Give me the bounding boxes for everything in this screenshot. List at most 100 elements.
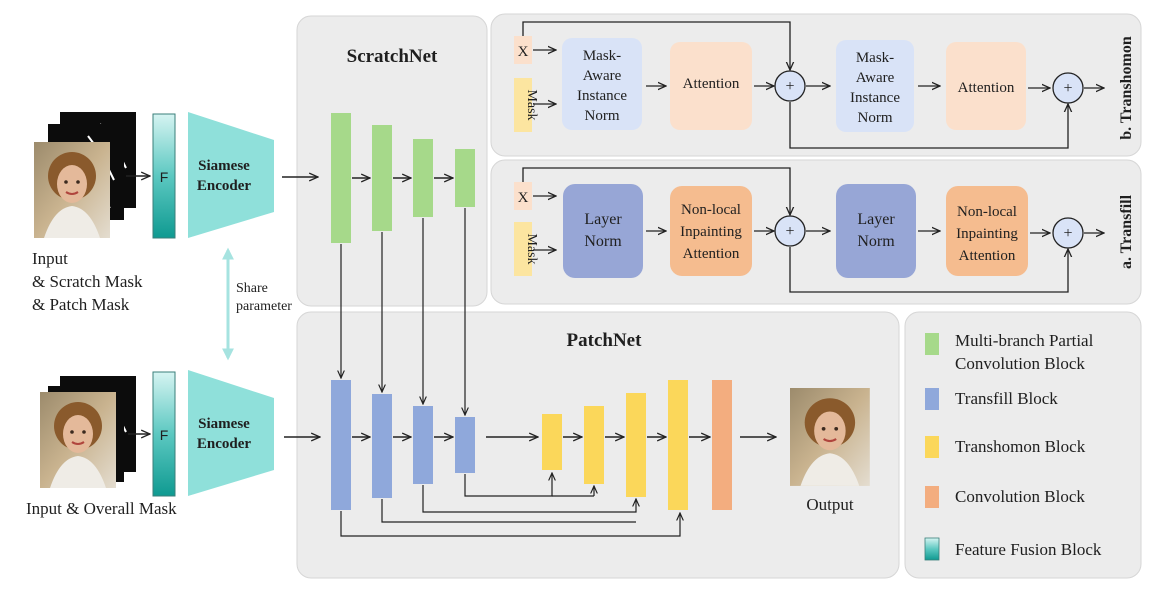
share-label-line-2: parameter: [236, 299, 292, 314]
legend-label: Convolution Block: [955, 487, 1085, 506]
x-box: [514, 182, 532, 210]
attention-label-line: Attention: [959, 248, 1016, 264]
legend: Multi-branch Partial Convolution Block T…: [924, 331, 1102, 561]
feature-fusion-block-top: F: [152, 113, 176, 239]
attention-label: Attention: [683, 76, 740, 92]
nonlocal-attention-1: [670, 186, 752, 276]
attention-label-line: Inpainting: [956, 226, 1018, 242]
input-label-line-1: Input: [32, 249, 68, 268]
norm-label-line: Norm: [584, 233, 622, 250]
yellow-block-4: [668, 380, 688, 510]
legend-item: Feature Fusion Block: [924, 537, 1102, 561]
blue-block-2: [372, 394, 392, 498]
output-image: [788, 386, 871, 487]
green-block-2: [372, 125, 392, 231]
attention-label-line: Non-local: [681, 202, 741, 218]
legend-item: Multi-branch Partial Convolution Block: [925, 331, 1094, 373]
legend-swatch-fusion: [924, 537, 940, 561]
input-stack-top: [33, 111, 137, 239]
input-label-line-3: & Patch Mask: [32, 295, 130, 314]
orange-block: [712, 380, 732, 510]
transhomon-side-label: b. Transhomon: [1118, 36, 1135, 140]
share-label-line-1: Share: [236, 281, 268, 296]
blue-block-4: [455, 417, 475, 473]
mask-box: [514, 78, 532, 132]
input2-label: Input & Overall Mask: [26, 499, 177, 518]
legend-swatch-yellow: [925, 436, 939, 458]
feature-fusion-block-bottom: F: [152, 371, 176, 497]
legend-item: Transfill Block: [925, 388, 1058, 410]
green-block-3: [413, 139, 433, 217]
output-label: Output: [806, 495, 854, 514]
mask-box: [514, 222, 532, 276]
plus-sign: +: [1063, 80, 1072, 97]
norm-label-line: Instance: [850, 90, 900, 106]
legend-label: Convolution Block: [955, 354, 1085, 373]
attention-label-line: Attention: [683, 246, 740, 262]
legend-label: Transfill Block: [955, 389, 1058, 408]
plus-sign: +: [1063, 225, 1072, 242]
siamese-encoder-bottom: Siamese Encoder: [188, 370, 274, 496]
norm-label-line: Aware: [856, 70, 895, 86]
encoder-label-line-1: Siamese: [198, 158, 250, 174]
norm-label-line: Norm: [585, 108, 620, 124]
legend-item: Convolution Block: [925, 486, 1085, 508]
mask-label: Mask: [524, 233, 539, 264]
legend-label: Feature Fusion Block: [955, 540, 1102, 559]
fusion-letter: F: [160, 427, 169, 443]
attention-label: Attention: [958, 80, 1015, 96]
norm-label-line: Instance: [577, 88, 627, 104]
blue-block-3: [413, 406, 433, 484]
transfill-diagram: X Mask Layer Norm Non-local Inpainting A…: [514, 167, 1135, 293]
norm-label-line: Layer: [857, 211, 895, 228]
legend-item: Transhomon Block: [925, 436, 1086, 458]
layer-norm-1: [563, 184, 643, 278]
legend-swatch-orange: [925, 486, 939, 508]
legend-label: Multi-branch Partial: [955, 331, 1094, 350]
add-circle-1: [774, 215, 806, 247]
x-label: X: [518, 44, 529, 60]
encoder-label-line-2: Encoder: [197, 178, 252, 194]
add-circle-2: [1052, 217, 1084, 249]
norm-label-line: Norm: [857, 233, 895, 250]
blue-block-1: [331, 380, 351, 510]
plus-sign: +: [785, 223, 794, 240]
legend-swatch-green: [925, 333, 939, 355]
green-block-4: [455, 149, 475, 207]
encoder-label-line-1: Siamese: [198, 416, 250, 432]
norm-label-line: Norm: [858, 110, 893, 126]
x-label: X: [518, 190, 529, 206]
transfill-side-label: a. Transfill: [1118, 194, 1135, 269]
mask-label: Mask: [524, 89, 539, 120]
input-stack-bottom: [39, 375, 137, 489]
x-box: [514, 36, 532, 64]
patchnet-title: PatchNet: [567, 330, 643, 351]
transhomon-diagram: X Mask Mask- Aware Instance Norm Attenti…: [514, 21, 1135, 149]
green-block-1: [331, 113, 351, 243]
attention-label-line: Inpainting: [680, 224, 742, 240]
legend-label: Transhomon Block: [955, 437, 1086, 456]
add-circle-1: [774, 70, 806, 102]
norm-label-line: Mask-: [583, 48, 621, 64]
encoder-label-line-2: Encoder: [197, 436, 252, 452]
norm-label-line: Layer: [584, 211, 622, 228]
attention-box-2: [946, 42, 1026, 130]
yellow-block-1: [542, 414, 562, 470]
attention-box-1: [670, 42, 752, 130]
norm-label-line: Mask-: [856, 50, 894, 66]
layer-norm-2: [836, 184, 916, 278]
add-circle-2: [1052, 72, 1084, 104]
input-label-line-2: & Scratch Mask: [32, 272, 143, 291]
mask-aware-norm-1: [562, 38, 642, 130]
scratchnet-title: ScratchNet: [347, 46, 438, 67]
yellow-block-2: [584, 406, 604, 484]
yellow-block-3: [626, 393, 646, 497]
norm-label-line: Aware: [583, 68, 622, 84]
fusion-letter: F: [160, 169, 169, 185]
legend-panel: [904, 311, 1142, 579]
plus-sign: +: [785, 78, 794, 95]
attention-label-line: Non-local: [957, 204, 1017, 220]
siamese-encoder-top: Siamese Encoder: [188, 112, 274, 238]
legend-swatch-blue: [925, 388, 939, 410]
